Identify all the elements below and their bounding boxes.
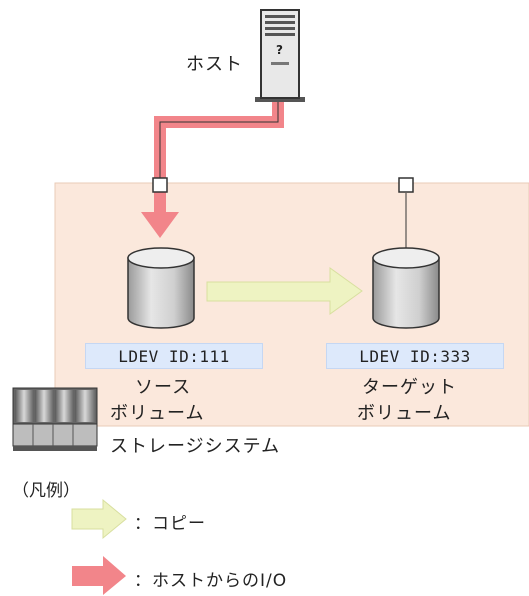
target-volume-label-line1: ターゲット [362,377,457,398]
host-label: ホスト [186,54,243,75]
host-io-line [159,102,279,185]
source-port [152,177,168,193]
storage-system-label: ストレージシステム [110,436,281,457]
svg-text:?: ? [276,43,283,57]
host-server-icon: ? [255,9,305,102]
source-ldev-id: LDEV ID:111 [85,343,263,369]
legend-copy-label: ：コピー [134,514,206,534]
target-volume-cylinder [372,247,440,329]
copy-arrow [206,267,363,315]
target-volume-label-line2: ボリューム [357,403,452,424]
target-ldev-id: LDEV ID:333 [326,343,504,369]
legend-title: （凡例） [12,481,80,501]
source-volume-label-line1: ソース [135,377,192,398]
storage-rack-icon [12,387,98,451]
legend-host-io-label: ：ホストからのI/O [134,571,288,591]
source-volume-cylinder [127,247,195,329]
target-port [398,177,414,193]
storage-system-area [54,182,529,427]
source-volume-label-line2: ボリューム [110,403,205,424]
host-io-arrowhead [141,212,179,238]
legend-io-arrow [72,556,126,595]
legend-copy-arrow [71,498,127,540]
